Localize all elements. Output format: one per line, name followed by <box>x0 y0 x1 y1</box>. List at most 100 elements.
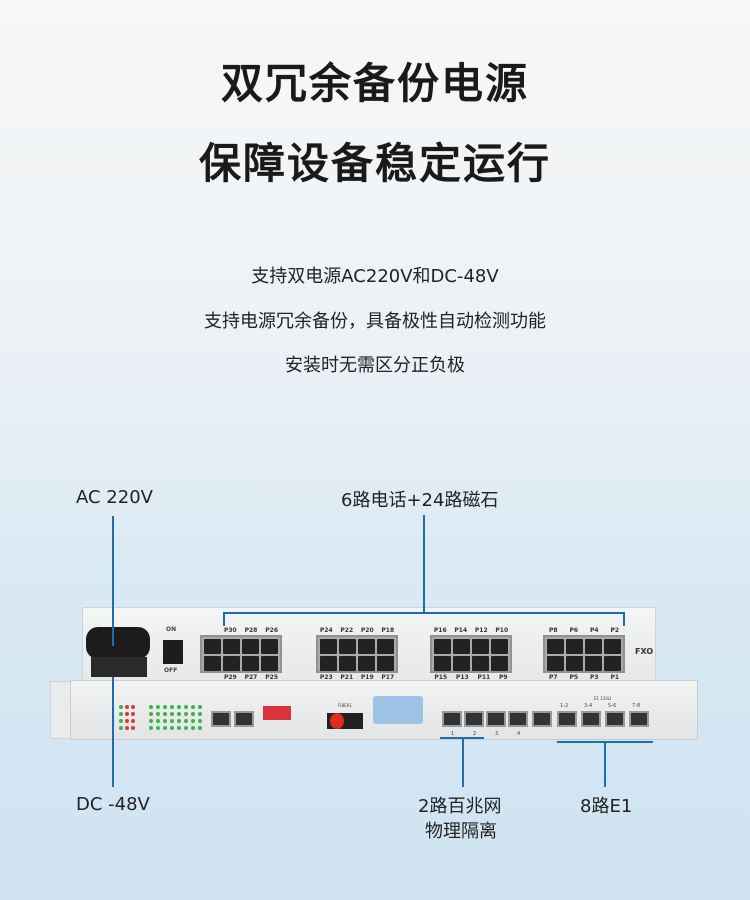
fiber-cap <box>330 713 344 729</box>
rack-ear-left <box>50 681 72 739</box>
status-led <box>149 712 153 716</box>
fiber-label: FIBER1 <box>338 703 353 708</box>
rj11-port[interactable] <box>339 639 356 654</box>
rj11-port[interactable] <box>566 639 583 654</box>
rj11-port[interactable] <box>377 656 394 671</box>
port-label: P10 <box>495 627 509 634</box>
status-led <box>177 712 181 716</box>
headline-line-1: 双冗余备份电源 <box>220 59 529 108</box>
rj11-port[interactable] <box>491 639 508 654</box>
rj11-port[interactable] <box>453 639 470 654</box>
rj11-port[interactable] <box>472 639 489 654</box>
rj11-port[interactable] <box>261 639 278 654</box>
status-led <box>125 705 129 709</box>
port-label: P25 <box>265 674 279 681</box>
rj11-port[interactable] <box>320 639 337 654</box>
port-label: P12 <box>474 627 488 634</box>
feature-2: 支持电源冗余备份，具备极性自动检测功能 <box>204 311 546 332</box>
rj11-port[interactable] <box>491 656 508 671</box>
rj11-port[interactable] <box>434 656 451 671</box>
rj11-port[interactable] <box>547 656 564 671</box>
rj11-port[interactable] <box>453 656 470 671</box>
rj11-port[interactable] <box>223 639 240 654</box>
port-label: P29 <box>223 674 237 681</box>
status-led <box>184 726 188 730</box>
rj11-port[interactable] <box>604 656 621 671</box>
rj11-port[interactable] <box>604 639 621 654</box>
rj11-port[interactable] <box>585 639 602 654</box>
port-label: P15 <box>434 674 448 681</box>
status-led <box>177 719 181 723</box>
status-led <box>131 705 135 709</box>
rj11-port[interactable] <box>339 656 356 671</box>
port-label: P17 <box>381 674 395 681</box>
fxo-label: FXO <box>635 647 654 656</box>
phone-bracket-right <box>623 612 625 626</box>
power-on-label: ON <box>166 626 177 633</box>
status-led <box>191 712 195 716</box>
status-led <box>125 726 129 730</box>
port-label: P27 <box>244 674 258 681</box>
lan-port[interactable] <box>442 711 462 727</box>
status-led <box>149 726 153 730</box>
lan-port-label: 3 <box>495 731 499 737</box>
rj11-port[interactable] <box>547 639 564 654</box>
port-label-row: P29 P27 P25 <box>220 674 282 681</box>
rj11-port[interactable] <box>472 656 489 671</box>
rj11-port[interactable] <box>204 639 221 654</box>
port-label: P7 <box>548 674 558 681</box>
status-led <box>170 726 174 730</box>
rj11-port[interactable] <box>242 656 259 671</box>
port-label: P23 <box>319 674 333 681</box>
rj11-port[interactable] <box>204 656 221 671</box>
rj11-port[interactable] <box>434 639 451 654</box>
headline-line-2: 保障设备稳定运行 <box>198 139 551 188</box>
port-label: P1 <box>610 674 620 681</box>
e1-port[interactable] <box>605 711 625 727</box>
e1-header: E1 120Ω <box>594 696 612 701</box>
status-led <box>163 719 167 723</box>
status-led <box>191 726 195 730</box>
rj11-port-group <box>430 635 512 673</box>
status-led <box>125 712 129 716</box>
lan-port[interactable] <box>508 711 528 727</box>
phone-callout-line <box>423 515 425 612</box>
status-led <box>149 705 153 709</box>
status-led <box>184 705 188 709</box>
e1-port[interactable] <box>557 711 577 727</box>
port-label: P22 <box>340 627 354 634</box>
status-led <box>125 719 129 723</box>
rj11-port[interactable] <box>358 656 375 671</box>
power-switch[interactable] <box>163 640 183 664</box>
rj11-port[interactable] <box>566 656 583 671</box>
rj11-port[interactable] <box>223 656 240 671</box>
ethernet-port[interactable] <box>234 711 254 727</box>
ethernet-port[interactable] <box>211 711 231 727</box>
e1-pair-label: 3-4 <box>584 703 593 709</box>
lan-port-label: 2 <box>473 731 477 737</box>
rj11-port[interactable] <box>242 639 259 654</box>
ethernet-port[interactable] <box>532 711 552 727</box>
status-led <box>184 712 188 716</box>
port-label: P4 <box>589 627 599 634</box>
lan-port[interactable] <box>464 711 484 727</box>
status-led <box>119 705 123 709</box>
rj11-port[interactable] <box>320 656 337 671</box>
dip-switch[interactable] <box>263 706 291 720</box>
status-led <box>131 712 135 716</box>
port-label: P3 <box>589 674 599 681</box>
lan-port[interactable] <box>486 711 506 727</box>
e1-port[interactable] <box>581 711 601 727</box>
status-led <box>198 705 202 709</box>
status-led <box>149 719 153 723</box>
rj11-port[interactable] <box>585 656 602 671</box>
rj11-port[interactable] <box>377 639 394 654</box>
rj11-port[interactable] <box>358 639 375 654</box>
rj11-port[interactable] <box>261 656 278 671</box>
port-label: P11 <box>477 674 491 681</box>
e1-port[interactable] <box>629 711 649 727</box>
